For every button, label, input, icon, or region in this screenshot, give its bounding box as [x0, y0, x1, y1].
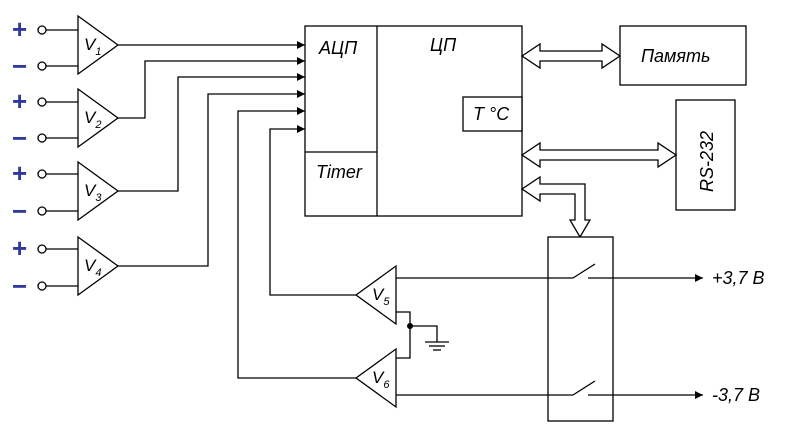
minus-sign-3: −	[12, 196, 27, 226]
feedback-amp-6: V6	[354, 347, 397, 409]
cpu-switch-control-arrow	[520, 175, 592, 239]
wire-v2-adc	[118, 57, 305, 119]
switch-box	[547, 236, 614, 422]
input-terminal-plus-3	[37, 169, 47, 179]
amp-label-v4: V4	[84, 256, 101, 279]
amp-label-v3: V3	[84, 181, 102, 204]
plus-sign-1: +	[12, 14, 27, 44]
output-negative-label: -3,7 В	[712, 385, 760, 405]
input-amp-2: + − V2	[12, 86, 120, 153]
input-amp-4: + − V4	[12, 233, 120, 301]
amplifier-triangle-5	[354, 264, 397, 326]
input-terminal-minus-3	[37, 206, 47, 216]
input-amp-1: + − V1	[12, 14, 120, 81]
memory-label: Память	[641, 46, 710, 66]
amplifier-triangle-1	[77, 14, 120, 76]
input-terminal-minus-4	[37, 281, 47, 291]
wire-v3-adc	[118, 73, 305, 192]
cpu-label: ЦП	[430, 35, 457, 55]
wire-v5-adc	[269, 125, 358, 296]
plus-sign-2: +	[12, 86, 27, 116]
plus-sign-4: +	[12, 233, 27, 263]
output-positive-label: +3,7 В	[712, 268, 765, 288]
amplifier-triangle-3	[77, 160, 120, 222]
amp-label-v2: V2	[84, 108, 101, 131]
input-terminal-minus-2	[37, 133, 47, 143]
amplifier-triangle-6	[354, 347, 397, 409]
switch-block	[396, 236, 703, 422]
amp-label-v5: V5	[372, 285, 390, 308]
minus-sign-2: −	[12, 123, 27, 153]
input-terminal-plus-2	[37, 97, 47, 107]
feedback-amp-5: V5	[354, 264, 397, 326]
plus-sign-3: +	[12, 158, 27, 188]
amplifier-triangle-2	[77, 87, 120, 149]
amp-label-v6: V6	[372, 368, 390, 391]
temp-sensor-label: T °C	[473, 104, 510, 124]
input-terminal-plus-4	[37, 244, 47, 254]
adc-input-wires	[118, 41, 396, 379]
rs232-label: RS-232	[697, 131, 717, 192]
cpu-memory-bus-arrow	[520, 42, 622, 70]
input-terminal-minus-1	[37, 61, 47, 71]
switch-contact-pos	[572, 263, 596, 279]
wire-v6-adc	[237, 107, 396, 379]
minus-sign-1: −	[12, 51, 27, 81]
minus-sign-4: −	[12, 271, 27, 301]
rs232-box	[675, 99, 736, 211]
amp-label-v1: V1	[84, 35, 101, 58]
timer-label: Timer	[316, 162, 363, 182]
temp-sensor-box	[462, 96, 523, 132]
cpu-rs232-bus-arrow	[520, 141, 678, 169]
memory-box	[619, 25, 747, 86]
rs232-block: RS-232	[675, 99, 736, 211]
cpu-block: АЦП ЦП Timer T °C	[304, 25, 523, 217]
memory-block: Память	[619, 25, 747, 86]
switch-contact-neg	[572, 380, 596, 396]
amplifier-triangle-4	[77, 235, 120, 297]
ground-connection	[396, 311, 449, 359]
wire-v4-adc	[118, 90, 305, 267]
input-amp-3: + − V3	[12, 158, 120, 226]
adc-label: АЦП	[318, 38, 358, 58]
input-terminal-plus-1	[37, 25, 47, 35]
